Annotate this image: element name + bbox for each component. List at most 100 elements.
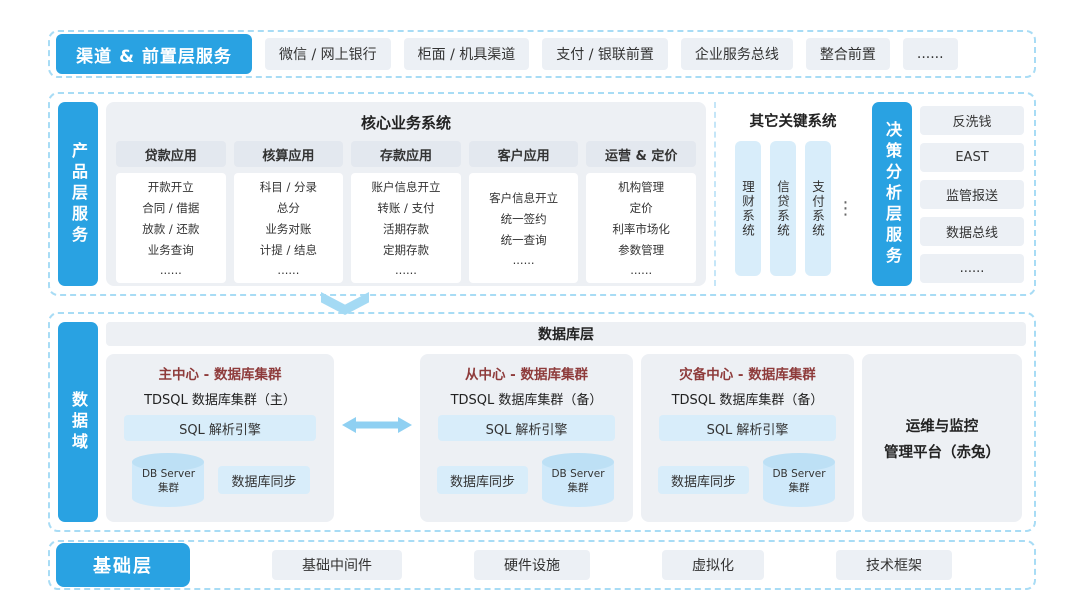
ops-platform-line1: 运维与监控 xyxy=(905,418,979,435)
core-column-loan: 贷款应用 开款开立 合同 / 借据 放款 / 还款 业务查询 ...... xyxy=(116,141,226,283)
system-pill-wealth: 理财系统 xyxy=(734,141,761,276)
decision-item-regulatory-report: 监管报送 xyxy=(920,179,1024,209)
db-sync-chip: 数据库同步 xyxy=(657,466,749,494)
core-item: 总分 xyxy=(276,201,300,215)
decision-item-aml: 反洗钱 xyxy=(920,105,1024,135)
system-pill-credit: 信贷系统 xyxy=(769,141,796,276)
cluster-disaster-recovery: 灾备中心 - 数据库集群 TDSQL 数据库集群（备） SQL 解析引擎 数据库… xyxy=(641,354,854,522)
data-domain-label: 数据域 xyxy=(58,322,98,522)
core-item: 计提 / 结息 xyxy=(259,243,317,257)
core-item: ...... xyxy=(630,263,653,277)
core-business-system-title: 核心业务系统 xyxy=(360,114,451,132)
cluster-title: 主中心 - 数据库集群 xyxy=(158,367,282,383)
decision-layer-label: 决策分析层服务 xyxy=(872,102,912,286)
infra-item-hardware: 硬件设施 xyxy=(474,550,590,580)
core-item: 账户信息开立 xyxy=(371,180,441,194)
core-item: 参数管理 xyxy=(618,243,665,257)
bidirectional-sync-arrow-icon xyxy=(342,417,412,433)
core-item: 定期存款 xyxy=(382,243,429,257)
cluster-main-center: 主中心 - 数据库集群 TDSQL 数据库集群（主） SQL 解析引擎 DB S… xyxy=(106,354,334,522)
core-item: 放款 / 还款 xyxy=(142,222,200,236)
sql-engine-box: SQL 解析引擎 xyxy=(438,415,615,441)
core-column-header: 存款应用 xyxy=(351,141,461,167)
infrastructure-label: 基础层 xyxy=(56,543,190,587)
decision-item-more: ...... xyxy=(920,253,1024,283)
decision-item-east: EAST xyxy=(920,142,1024,172)
infrastructure-items: 基础中间件 硬件设施 虚拟化 技术框架 xyxy=(200,550,1024,580)
core-item: 客户信息开立 xyxy=(489,190,559,205)
cluster-bottom-row: 数据库同步 DB Server 集群 xyxy=(651,447,844,513)
infra-item-middleware: 基础中间件 xyxy=(272,550,402,580)
vertical-ellipsis-icon: ⋮ xyxy=(836,198,855,219)
down-arrow-icon xyxy=(321,292,369,315)
db-server-label: DB Server 集群 xyxy=(551,468,605,494)
product-layer-band: 产品层服务 核心业务系统 贷款应用 开款开立 合同 / 借据 放款 / 还款 业… xyxy=(48,92,1036,296)
db-server-label: DB Server 集群 xyxy=(141,468,196,494)
core-item: 定价 xyxy=(629,201,653,215)
core-item: 机构管理 xyxy=(618,180,665,194)
core-column-accounting: 核算应用 科目 / 分录 总分 业务对账 计提 / 结息 ...... xyxy=(233,141,344,283)
cluster-secondary-center: 从中心 - 数据库集群 TDSQL 数据库集群（备） SQL 解析引擎 数据库同… xyxy=(420,354,633,522)
core-business-system-box: 核心业务系统 贷款应用 开款开立 合同 / 借据 放款 / 还款 业务查询 ..… xyxy=(106,102,706,286)
channel-layer-label: 渠道 & 前置层服务 xyxy=(56,34,252,74)
other-key-systems-title: 其它关键系统 xyxy=(749,114,837,130)
channel-layer-band: 渠道 & 前置层服务 微信 / 网上银行 柜面 / 机具渠道 支付 / 银联前置… xyxy=(48,30,1036,78)
core-column-body: 开款开立 合同 / 借据 放款 / 还款 业务查询 ...... xyxy=(116,173,226,283)
core-column-body: 客户信息开立 统一签约 统一查询 ...... xyxy=(468,173,579,283)
db-server-cylinder-icon: DB Server 集群 xyxy=(761,452,837,508)
db-sync-chip: 数据库同步 xyxy=(218,466,310,494)
core-column-header: 核算应用 xyxy=(233,141,344,167)
database-layer-bar: 数据库层 xyxy=(106,322,1026,346)
data-domain-band: 数据域 数据库层 主中心 - 数据库集群 TDSQL 数据库集群（主） SQL … xyxy=(48,312,1036,532)
cluster-title: 灾备中心 - 数据库集群 xyxy=(679,367,816,383)
core-business-columns: 贷款应用 开款开立 合同 / 借据 放款 / 还款 业务查询 ...... 核算… xyxy=(116,141,696,283)
cluster-bottom-row: DB Server 集群 数据库同步 xyxy=(116,447,324,513)
core-item: 转账 / 支付 xyxy=(377,201,435,215)
db-server-cylinder-icon: DB Server 集群 xyxy=(540,452,616,508)
cluster-subtitle: TDSQL 数据库集群（备） xyxy=(671,393,824,408)
data-domain-content: 数据库层 主中心 - 数据库集群 TDSQL 数据库集群（主） SQL 解析引擎 xyxy=(106,322,1026,522)
channel-item-payment-unionpay: 支付 / 银联前置 xyxy=(542,38,668,70)
core-item: 利率市场化 xyxy=(612,222,670,236)
system-pill-payment: 支付系统 xyxy=(804,141,831,276)
decision-layer-items: 反洗钱 EAST 监管报送 数据总线 ...... xyxy=(920,102,1024,286)
other-key-systems-pills: 理财系统 信贷系统 支付系统 ⋮ xyxy=(726,141,860,280)
core-column-operations-pricing: 运营 & 定价 机构管理 定价 利率市场化 参数管理 ...... xyxy=(586,141,696,283)
db-sync-chip: 数据库同步 xyxy=(436,466,528,494)
db-server-cylinder-icon: DB Server 集群 xyxy=(130,452,206,508)
cluster-title: 从中心 - 数据库集群 xyxy=(464,367,588,383)
core-item: ...... xyxy=(512,252,535,267)
channel-item-esb: 企业服务总线 xyxy=(680,38,793,70)
decision-item-data-bus: 数据总线 xyxy=(920,216,1024,246)
ops-monitoring-platform-box: 运维与监控 管理平台（赤兔） xyxy=(862,354,1022,522)
infrastructure-band: 基础层 基础中间件 硬件设施 虚拟化 技术框架 xyxy=(48,540,1036,590)
sql-engine-box: SQL 解析引擎 xyxy=(124,415,316,441)
core-column-body: 科目 / 分录 总分 业务对账 计提 / 结息 ...... xyxy=(233,173,344,283)
core-item: 业务查询 xyxy=(147,243,194,257)
core-item: 统一查询 xyxy=(500,232,547,247)
infra-item-tech-framework: 技术框架 xyxy=(836,550,952,580)
core-item: ...... xyxy=(277,263,300,277)
db-server-label: DB Server 集群 xyxy=(772,468,826,494)
core-item: 活期存款 xyxy=(382,222,429,236)
core-item: 合同 / 借据 xyxy=(142,201,200,215)
other-key-systems-box: 其它关键系统 理财系统 信贷系统 支付系统 ⋮ xyxy=(714,102,864,286)
cluster-subtitle: TDSQL 数据库集群（备） xyxy=(450,393,603,408)
core-column-header: 贷款应用 xyxy=(116,141,226,167)
core-item: ...... xyxy=(159,263,182,277)
sql-engine-box: SQL 解析引擎 xyxy=(659,415,836,441)
core-item: ...... xyxy=(395,263,417,277)
channel-item-wechat-online-bank: 微信 / 网上银行 xyxy=(265,38,391,70)
core-item: 业务对账 xyxy=(265,222,312,236)
core-item: 科目 / 分录 xyxy=(259,180,317,194)
core-column-body: 机构管理 定价 利率市场化 参数管理 ...... xyxy=(586,173,696,283)
core-column-customer: 客户应用 客户信息开立 统一签约 统一查询 ...... xyxy=(468,141,579,283)
cluster-subtitle: TDSQL 数据库集群（主） xyxy=(144,393,296,408)
database-clusters-row: 主中心 - 数据库集群 TDSQL 数据库集群（主） SQL 解析引擎 DB S… xyxy=(106,354,1026,522)
channel-item-integration: 整合前置 xyxy=(805,38,890,70)
core-column-header: 运营 & 定价 xyxy=(586,141,696,167)
infra-item-virtualization: 虚拟化 xyxy=(662,550,764,580)
core-item: 开款开立 xyxy=(147,180,194,194)
core-column-deposit: 存款应用 账户信息开立 转账 / 支付 活期存款 定期存款 ...... xyxy=(351,141,461,283)
